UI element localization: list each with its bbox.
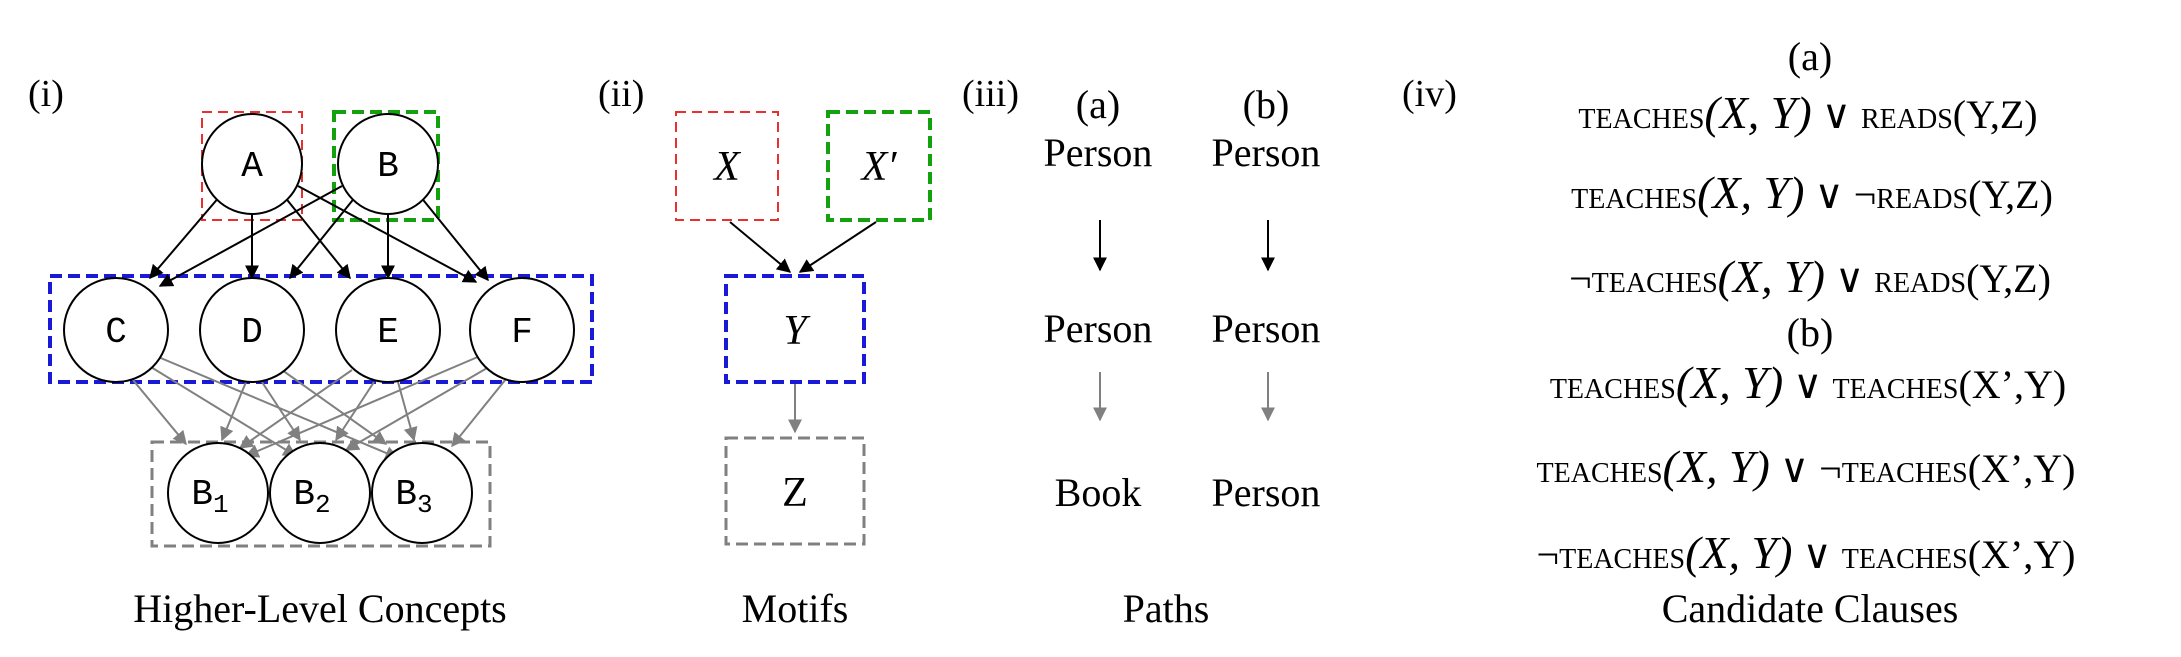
node-a-label: A — [241, 146, 263, 187]
clause-b2: teaches(X, Y) ∨ ¬teaches(X’,Y) — [1537, 441, 2076, 492]
node-b1 — [167, 442, 269, 544]
clause-b1: teaches(X, Y) ∨ teaches(X’,Y) — [1550, 357, 2066, 408]
motif-xprime-box — [826, 110, 932, 222]
clause-a3: ¬teaches(X, Y) ∨ reads(Y,Z) — [1569, 251, 2051, 302]
panel-iii-marker: (iii) — [962, 73, 1019, 115]
edge-f-b3 — [451, 373, 511, 448]
clause-a2: teaches(X, Y) ∨ ¬reads(Y,Z) — [1571, 167, 2053, 218]
panel-iv-marker: (iv) — [1402, 73, 1457, 115]
edge-f-b1 — [244, 355, 481, 458]
motif-z-box — [724, 436, 866, 546]
motif-x-label: X — [712, 144, 742, 190]
path-a-top: Person — [1044, 130, 1153, 175]
node-f — [469, 277, 575, 383]
path-b-bottom: Person — [1212, 470, 1321, 515]
panel-i: (i) — [28, 73, 594, 631]
edge-e-b2 — [335, 381, 375, 442]
edge-a-e — [283, 195, 351, 280]
edge-d-b1 — [220, 381, 247, 442]
edge-c-b2 — [145, 363, 298, 457]
edge-d-b2 — [261, 381, 301, 442]
panel-ii-caption: Motifs — [742, 586, 849, 631]
node-d — [199, 277, 305, 383]
node-e-label: E — [377, 312, 399, 353]
edge-x-y — [729, 221, 792, 273]
motif-xprime-label: X′ — [860, 144, 898, 190]
edge-a-c — [149, 195, 221, 280]
path-b-label: (b) — [1243, 82, 1290, 127]
edge-b-d — [289, 195, 357, 280]
group-box-cdef — [48, 274, 594, 384]
path-a-mid: Person — [1044, 306, 1153, 351]
edge-b-c — [158, 185, 343, 287]
panel-ii-marker: (ii) — [598, 73, 644, 115]
node-f-label: F — [511, 312, 533, 353]
edge-e-b1 — [238, 369, 353, 449]
panel-i-caption: Higher-Level Concepts — [133, 586, 507, 631]
motif-x-box — [675, 111, 779, 221]
edge-e-b3 — [397, 381, 418, 442]
motif-y-label: Y — [783, 308, 811, 354]
path-b-top: Person — [1212, 130, 1321, 175]
node-a — [201, 113, 303, 215]
clause-group-a-label: (a) — [1788, 34, 1832, 79]
node-b2-label: B2 — [293, 474, 330, 520]
group-box-b — [332, 110, 440, 222]
panel-iii: (iii) (a) Person Person Book (b) Person … — [962, 73, 1320, 631]
panel-i-marker: (i) — [28, 73, 64, 115]
panel-iii-caption: Paths — [1123, 586, 1210, 631]
clause-group-b-label: (b) — [1787, 310, 1834, 355]
node-c — [63, 277, 169, 383]
clause-a1: teaches(X, Y) ∨ reads(Y,Z) — [1578, 87, 2037, 138]
node-b3-label: B3 — [395, 474, 432, 520]
motif-y-box — [724, 274, 866, 384]
panel-ii: (ii) X X′ Y Z Motifs — [598, 73, 932, 631]
node-b1-label: B1 — [191, 474, 228, 520]
edge-xprime-y — [798, 221, 877, 273]
path-a-bottom: Book — [1055, 470, 1142, 515]
path-a-label: (a) — [1076, 82, 1120, 127]
edges-bottom — [127, 355, 511, 460]
node-c-label: C — [105, 312, 127, 353]
panel-iv: (iv) (a) teaches(X, Y) ∨ reads(Y,Z) teac… — [1402, 34, 2075, 631]
edges-top — [149, 185, 489, 287]
node-d-label: D — [241, 312, 263, 353]
group-box-b123 — [150, 440, 492, 548]
panel-iv-caption: Candidate Clauses — [1662, 586, 1959, 631]
edge-f-b2 — [344, 363, 495, 451]
node-b-label: B — [377, 146, 399, 187]
edge-c-b1 — [127, 373, 187, 446]
motif-z-label: Z — [782, 470, 808, 516]
node-b — [337, 113, 439, 215]
node-e — [335, 277, 441, 383]
edge-b-f — [419, 195, 489, 282]
node-b2 — [269, 442, 371, 544]
clause-b3: ¬teaches(X, Y) ∨ teaches(X’,Y) — [1537, 527, 2076, 578]
path-b-mid: Person — [1212, 306, 1321, 351]
edge-d-b3 — [281, 369, 388, 445]
node-b3 — [371, 442, 473, 544]
